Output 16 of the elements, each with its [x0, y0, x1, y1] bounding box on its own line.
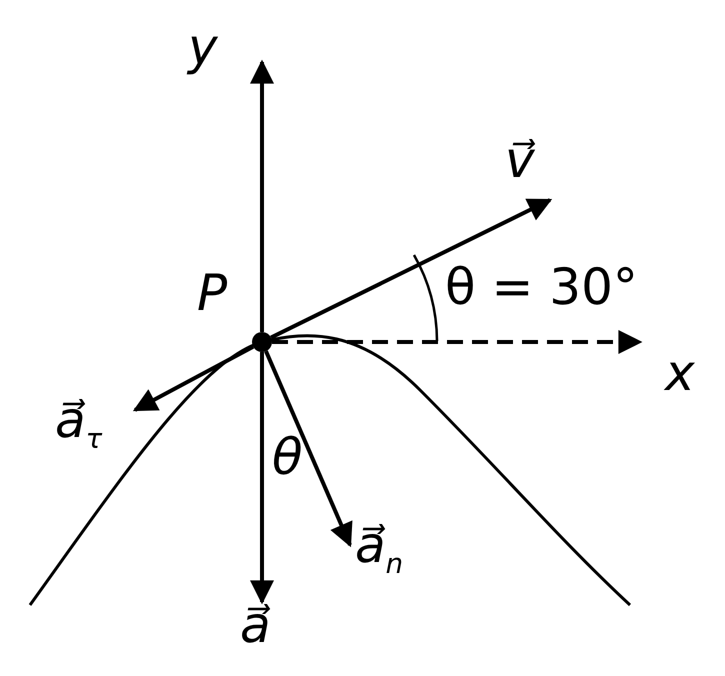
vector-label: a⃗$_{τ}$ — [55, 395, 102, 454]
vector-arrow — [250, 60, 274, 332]
angle-label: θ — [272, 432, 303, 482]
vector-arrow — [270, 198, 552, 340]
vector-label: a⃗$_{n}$ — [355, 520, 404, 578]
vector-arrow — [132, 344, 254, 412]
vector-label: a⃗ — [240, 600, 271, 650]
vector-arrow — [264, 350, 352, 548]
angle-label: θ = 30° — [445, 262, 638, 312]
point-dot — [252, 332, 272, 352]
axis-label: x — [665, 348, 695, 398]
dashed-axis-arrow — [272, 330, 642, 354]
axis-label: y — [188, 22, 218, 72]
vector-arrow — [250, 352, 274, 604]
vector-label: v⃗ — [505, 135, 535, 185]
point-label: P — [197, 268, 228, 318]
